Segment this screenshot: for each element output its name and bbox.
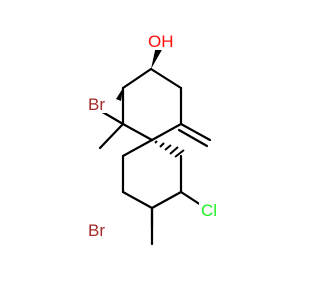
br-bottom-label: Br: [88, 221, 105, 240]
atom-label-cl: Cl: [199, 200, 223, 220]
bond-c8-cl: [179, 190, 203, 207]
bond-c6-methylene-1: [179, 122, 212, 142]
bond-c1-methyl-b: [98, 122, 125, 150]
hashed-bond-spiro-c7: [154, 140, 185, 158]
oh-label: OH: [148, 32, 174, 51]
molecule-structure: OH Br Cl Br: [87, 30, 223, 246]
bond-c5-c3: [149, 67, 183, 90]
wedge-c2-br: [116, 88, 123, 101]
bond-c6-methylene-2: [177, 128, 209, 148]
bond-c1-spiro: [121, 122, 154, 142]
atom-label-br-bottom: Br: [87, 219, 115, 240]
bond-spiro-c11: [121, 138, 154, 158]
bond-c3-c2: [121, 67, 153, 90]
atom-label-br-top: Br: [87, 93, 115, 114]
bond-c9-c8: [150, 190, 183, 210]
atom-label-oh: OH: [146, 30, 180, 51]
cl-label: Cl: [201, 201, 217, 220]
wedge-c3-oh: [151, 46, 163, 69]
br-top-label: Br: [88, 95, 105, 114]
bond-spiro-c6: [150, 122, 183, 142]
bond-c10-c9: [121, 190, 154, 210]
